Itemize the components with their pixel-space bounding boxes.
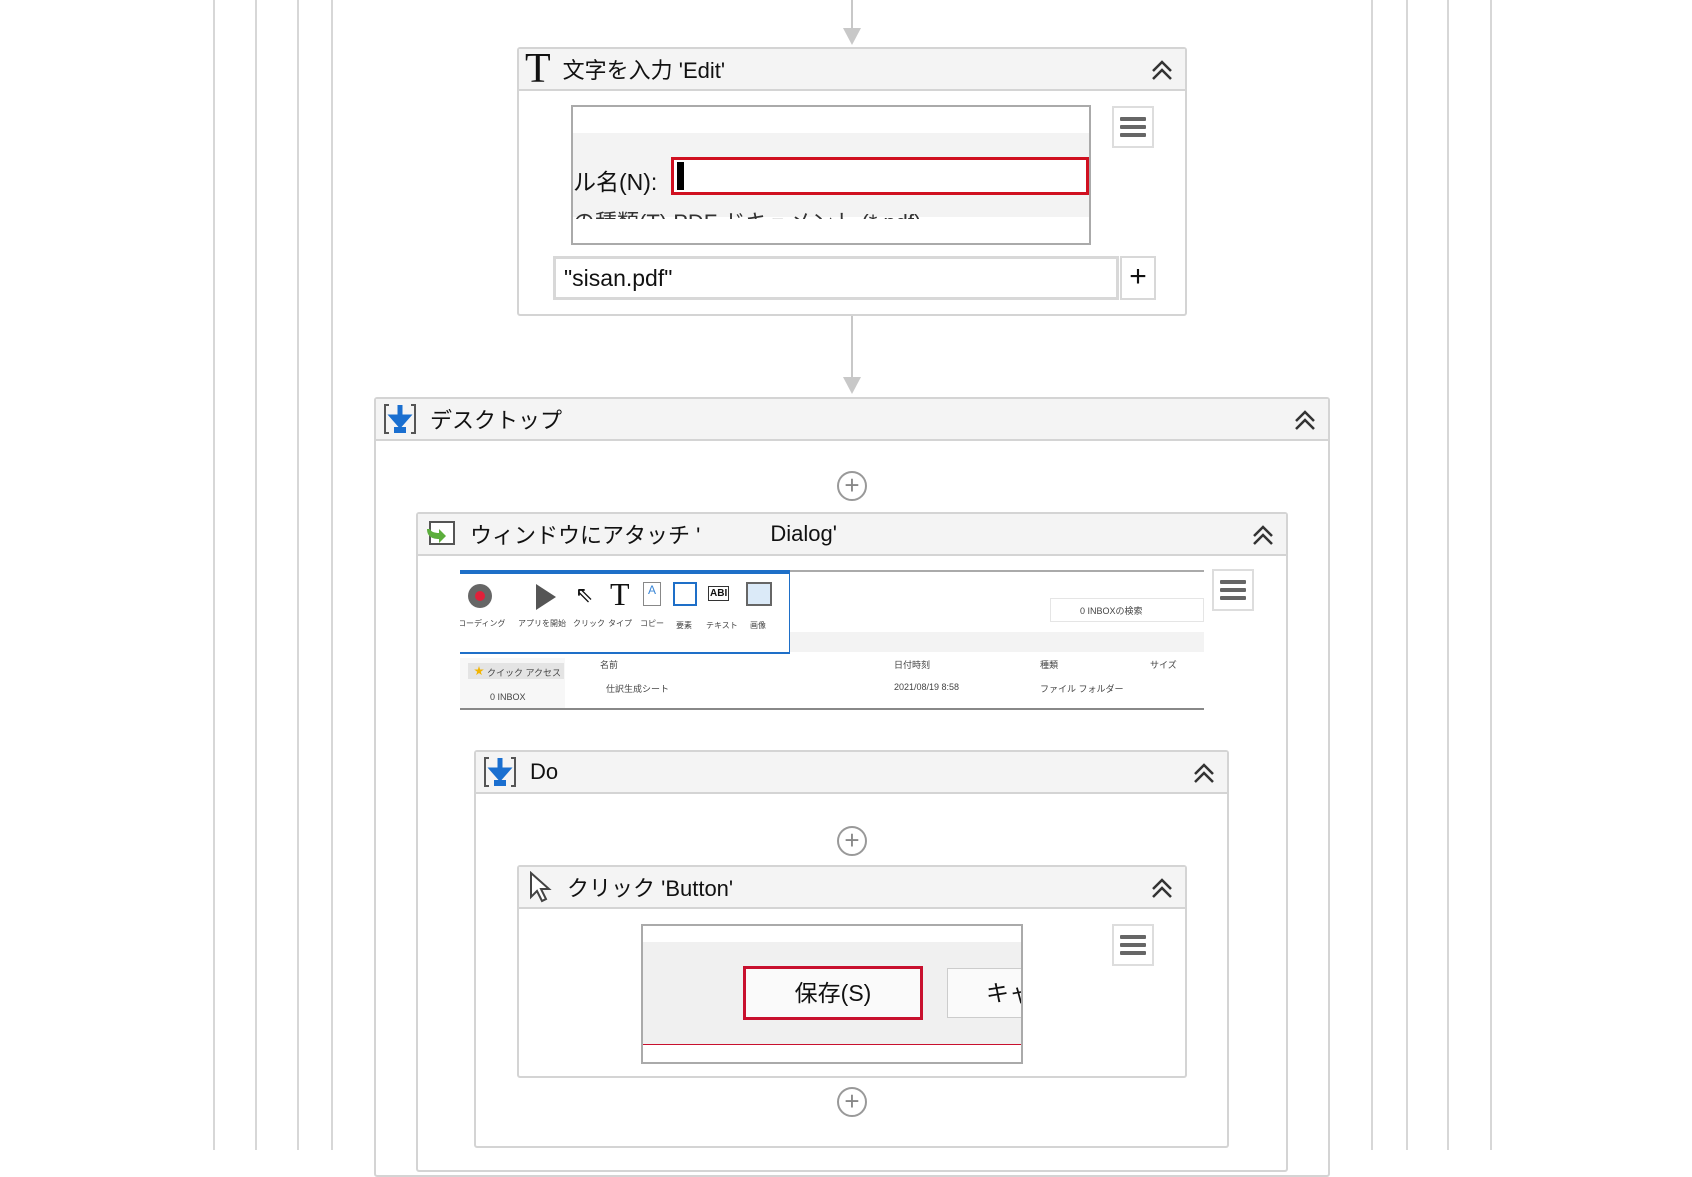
options-menu-button[interactable] [1112, 924, 1154, 966]
scope-line [1371, 0, 1373, 1150]
tool-image: 画像 [750, 621, 766, 630]
tool-copy: コピー [640, 619, 664, 628]
collapse-chevron-icon[interactable] [1149, 57, 1175, 83]
scope-line [1447, 0, 1449, 1150]
activity-title: クリック 'Button' [567, 876, 734, 901]
shot-label: ル名(N): [573, 169, 658, 195]
window-screenshot: 0 INBOXの検索 クイック アクセス 0 INBOX 名前 日付時刻 種類 … [460, 570, 1204, 710]
scope-line [331, 0, 333, 1150]
column-name: 名前 [600, 660, 619, 670]
text-value-input[interactable]: "sisan.pdf" [553, 256, 1119, 300]
activity-header[interactable]: クリック 'Button' [519, 867, 1185, 909]
add-activity-button[interactable]: + [837, 471, 867, 501]
options-menu-button[interactable] [1112, 106, 1154, 148]
tool-start-app: アプリを開始 [518, 619, 566, 628]
shot-save-button: 保存(S) [743, 966, 923, 1020]
recorder-toolbar: ⇖ T A ABI レコーディング アプリを開始 クリック タイプ コピー 要素… [460, 570, 790, 654]
options-menu-button[interactable] [1212, 569, 1254, 611]
type-icon: T [525, 46, 551, 92]
search-box: 0 INBOXの検索 [1080, 606, 1143, 616]
activity-header[interactable]: T 文字を入力 'Edit' [519, 46, 1185, 92]
add-expression-button[interactable]: + [1120, 256, 1156, 300]
tool-type: タイプ [608, 619, 632, 628]
click-cursor-icon [530, 871, 552, 903]
sequence-icon [384, 404, 416, 434]
row-kind: ファイル フォルダー [1040, 684, 1124, 694]
sidebar-inbox: 0 INBOX [490, 692, 526, 702]
tool-click: クリック [573, 619, 605, 628]
activity-title: Do [530, 759, 559, 784]
flow-connector [851, 0, 853, 30]
flow-connector [851, 316, 853, 378]
shot-type-row: の種類(T) PDF ドキュメント (*.pdf) [573, 205, 921, 219]
flow-arrow [843, 377, 861, 394]
scope-line [255, 0, 257, 1150]
sidebar-quick-access: クイック アクセス [487, 668, 562, 678]
scope-line [1490, 0, 1492, 1150]
click-activity[interactable]: クリック 'Button' 保存(S) キャ [517, 865, 1187, 1078]
type-into-activity[interactable]: T 文字を入力 'Edit' ル名(N): の種類(T) PDF ドキュメント … [517, 47, 1187, 316]
activity-header[interactable]: ウィンドウにアタッチ ' Dialog' [418, 514, 1286, 556]
activity-header[interactable]: Do [476, 752, 1227, 794]
row-date: 2021/08/19 8:58 [894, 682, 960, 692]
tool-recording: レコーディング [460, 619, 506, 628]
collapse-chevron-icon[interactable] [1191, 760, 1217, 786]
collapse-chevron-icon[interactable] [1292, 407, 1318, 433]
activity-title: ウィンドウにアタッチ ' [470, 523, 701, 548]
target-screenshot: ル名(N): の種類(T) PDF ドキュメント (*.pdf) [571, 105, 1091, 245]
attach-window-icon [427, 521, 455, 545]
activity-title: デスクトップ [430, 408, 563, 433]
activity-title: 文字を入力 'Edit' [562, 58, 726, 83]
tool-element: 要素 [676, 621, 692, 630]
tool-text: テキスト [706, 621, 738, 630]
row-name: 仕訳生成シート [606, 684, 670, 694]
column-size: サイズ [1150, 660, 1177, 670]
shot-highlight [671, 157, 1089, 195]
target-screenshot: 保存(S) キャ [641, 924, 1023, 1064]
scope-line [297, 0, 299, 1150]
scope-line [213, 0, 215, 1150]
sequence-icon [484, 757, 516, 787]
activity-title-window: Dialog' [770, 521, 837, 546]
add-activity-button[interactable]: + [837, 1087, 867, 1117]
collapse-chevron-icon[interactable] [1250, 522, 1276, 548]
star-icon [474, 666, 484, 676]
collapse-chevron-icon[interactable] [1149, 875, 1175, 901]
column-date: 日付時刻 [894, 660, 931, 670]
scope-line [1406, 0, 1408, 1150]
shot-cancel-button: キャ [947, 968, 1021, 1018]
add-activity-button[interactable]: + [837, 826, 867, 856]
column-kind: 種類 [1040, 660, 1059, 670]
flow-arrow [843, 28, 861, 45]
activity-header[interactable]: デスクトップ [376, 399, 1328, 441]
